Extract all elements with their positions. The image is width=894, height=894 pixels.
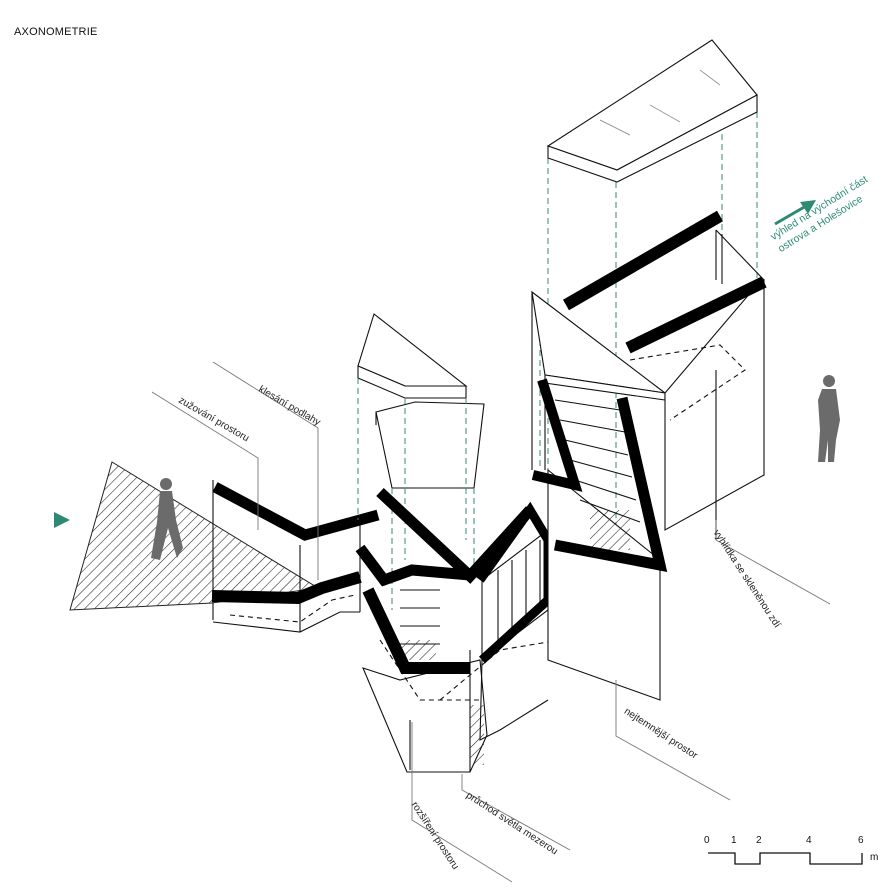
entry-arrow-icon — [54, 512, 70, 528]
drawing-title: AXONOMETRIE — [14, 26, 98, 38]
entrance-hatched-plane — [69, 461, 320, 611]
left-walls — [212, 480, 361, 633]
person-silhouette-left — [151, 478, 183, 560]
tower-band-left — [531, 378, 583, 492]
central-band-lower — [362, 587, 470, 674]
scale-bar — [708, 852, 863, 865]
leader-lines — [151, 361, 831, 883]
scale-unit: m — [870, 852, 879, 863]
person-silhouette-right — [818, 375, 840, 462]
central-band-middle — [355, 544, 471, 587]
viewing-room — [629, 229, 765, 540]
lower-left-band — [211, 571, 362, 605]
tower-band-right — [553, 396, 668, 572]
roof-pieces-left — [357, 313, 485, 489]
scale-tick-0: 0 — [704, 835, 710, 846]
view-band-lower — [625, 276, 767, 354]
view-band-upper — [562, 210, 724, 311]
upper-left-band — [212, 482, 380, 541]
scale-tick-1: 1 — [731, 835, 737, 846]
scale-tick-6: 6 — [858, 835, 864, 846]
view-direction-arrow-icon — [774, 200, 816, 226]
top-roof-slab — [546, 39, 758, 183]
scale-tick-4: 4 — [806, 835, 812, 846]
scale-tick-2: 2 — [756, 835, 762, 846]
central-column — [362, 589, 488, 773]
